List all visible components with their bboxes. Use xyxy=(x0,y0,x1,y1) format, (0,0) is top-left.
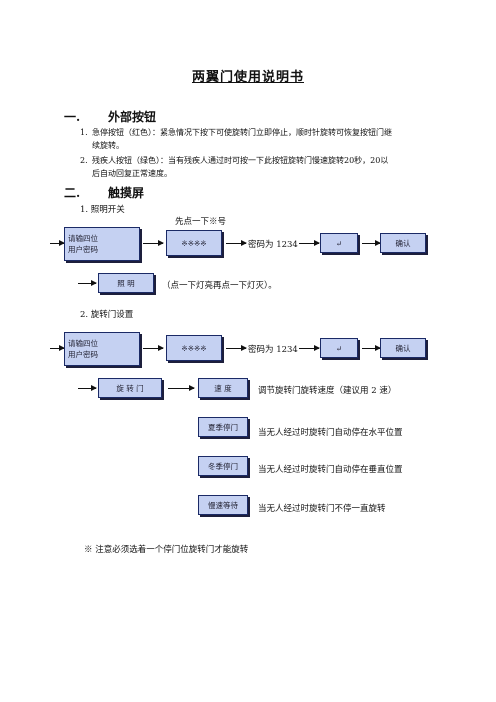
slow-wait-box: 慢速等待 xyxy=(198,495,248,515)
stars-input-box: ※※※※ xyxy=(166,230,222,256)
arrow xyxy=(50,345,65,351)
item1-number: 1. xyxy=(80,128,88,137)
arrow xyxy=(168,385,195,391)
speed-note: 调节旋转门旋转速度（建议用 2 速） xyxy=(258,386,397,396)
confirm-box: 确认 xyxy=(380,233,426,253)
lighting-note: （点一下灯亮再点一下灯灭）。 xyxy=(162,281,277,291)
arrow xyxy=(78,280,97,286)
arrow xyxy=(299,240,320,246)
item2-line1: 残疾人按钮（绿色）：当有残疾人通过时可按一下此按钮旋转门慢速旋转20秒，20以 xyxy=(92,156,389,165)
item1-line1: 急停按钮（红色）：紧急情况下按下可使旋转门立即停止，顺时针旋转可恢复按钮门继 xyxy=(92,128,392,137)
enter-key-box: ↵ xyxy=(320,233,358,253)
revolving-door-box: 旋 转 门 xyxy=(98,378,162,398)
summer-stop-box: 夏季停门 xyxy=(198,417,248,437)
arrow xyxy=(362,345,381,351)
arrow xyxy=(362,240,381,246)
item1-line2: 续旋转。 xyxy=(92,141,124,150)
arrow xyxy=(299,345,320,351)
part2-label: 2. 旋转门设置 xyxy=(80,310,134,320)
password-text: 密码为 1234 xyxy=(248,345,298,355)
speed-box: 速 度 xyxy=(198,378,248,398)
winter-stop-note: 当无人经过时旋转门自动停在垂直位置 xyxy=(258,465,403,475)
section1-number: 一. xyxy=(64,110,81,124)
item2-number: 2. xyxy=(80,156,88,165)
enter-key-box: ↵ xyxy=(320,338,358,358)
password-text: 密码为 1234 xyxy=(248,240,298,250)
arrow xyxy=(78,385,97,391)
document-title: 两翼门使用说明书 xyxy=(191,70,304,85)
footnote: ※ 注意必须选着一个停门位旋转门才能旋转 xyxy=(84,545,249,555)
part1-hint: 先点一下※号 xyxy=(175,217,227,227)
arrow xyxy=(50,240,65,246)
login-password-box: 请输四位 用户密码 xyxy=(64,332,140,366)
section2-number: 二. xyxy=(64,186,81,200)
arrow xyxy=(226,345,247,351)
stars-input-box: ※※※※ xyxy=(166,335,222,361)
confirm-box: 确认 xyxy=(380,338,426,358)
login-password-box: 请输四位 用户密码 xyxy=(64,227,140,261)
summer-stop-note: 当无人经过时旋转门自动停在水平位置 xyxy=(258,428,403,438)
arrow xyxy=(226,240,247,246)
slow-wait-note: 当无人经过时旋转门不停一直旋转 xyxy=(258,504,386,514)
lighting-box: 照 明 xyxy=(98,273,154,293)
part1-label: 1. 照明开关 xyxy=(80,205,125,215)
section1-heading: 外部按钮 xyxy=(108,110,157,124)
winter-stop-box: 冬季停门 xyxy=(198,456,248,476)
arrow xyxy=(143,240,164,246)
arrow xyxy=(143,345,164,351)
section2-heading: 触摸屏 xyxy=(108,186,145,200)
item2-line2: 后自动回复正常速度。 xyxy=(92,169,172,178)
